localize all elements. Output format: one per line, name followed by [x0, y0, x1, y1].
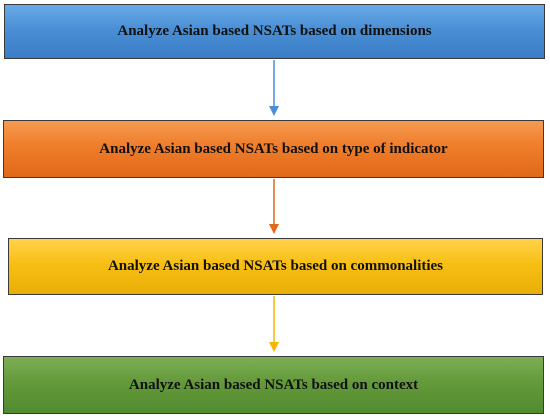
step-indicator-type-label: Analyze Asian based NSATs based on type …	[99, 140, 448, 157]
step-context-label: Analyze Asian based NSATs based on conte…	[128, 376, 419, 393]
arrow-3-to-4	[269, 296, 279, 352]
step-context-box: Analyze Asian based NSATs based on conte…	[3, 356, 544, 414]
step-indicator-type-box: Analyze Asian based NSATs based on type …	[3, 120, 544, 178]
step-commonalities-label: Analyze Asian based NSATs based on commo…	[107, 258, 444, 274]
arrow-1-to-2	[269, 60, 279, 116]
step-commonalities-box: Analyze Asian based NSATs based on commo…	[8, 238, 543, 295]
step-dimensions-label: Analyze Asian based NSATs based on dimen…	[117, 23, 432, 39]
step-dimensions-box: Analyze Asian based NSATs based on dimen…	[4, 4, 545, 59]
arrow-2-to-3	[269, 179, 279, 234]
